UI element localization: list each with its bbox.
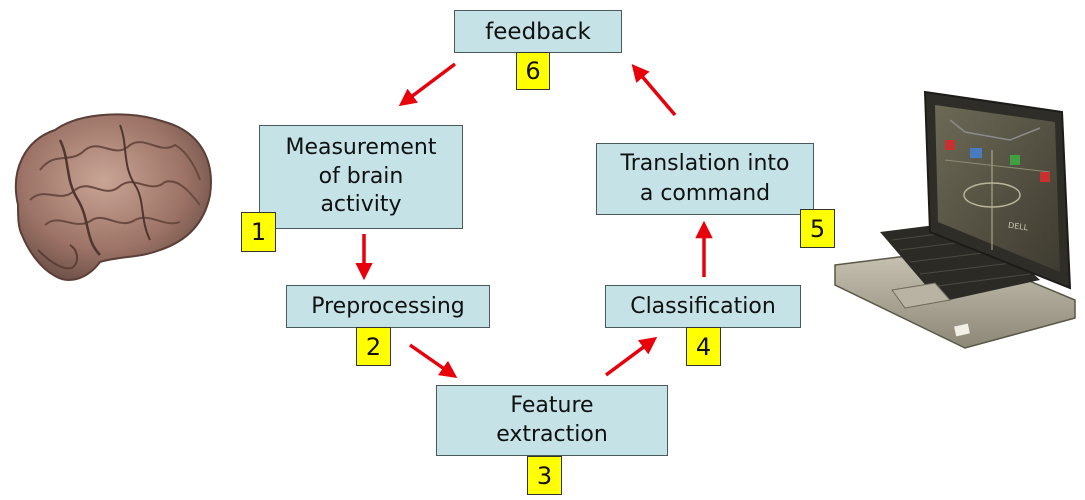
- step-3-badge: 3: [527, 456, 562, 495]
- step-1-number: 1: [250, 218, 267, 246]
- arrow-feature-to-classification: [604, 336, 658, 377]
- measurement-label: Measurement of brain activity: [285, 135, 437, 218]
- translation-label: Translation into a command: [620, 151, 790, 206]
- step-2-number: 2: [365, 332, 382, 361]
- step-5-badge: 5: [800, 209, 835, 248]
- feedback-label: feedback: [485, 18, 591, 45]
- step-4-badge: 4: [686, 327, 721, 366]
- feedback-box: feedback: [454, 10, 622, 53]
- feature-extraction-label: Feature extraction: [496, 392, 608, 447]
- arrow-preprocessing-to-feature: [408, 343, 458, 379]
- step-2-badge: 2: [356, 327, 391, 366]
- classification-box: Classification: [605, 285, 801, 328]
- translation-box: Translation into a command: [596, 143, 814, 215]
- classification-label: Classification: [630, 294, 776, 319]
- step-1-badge: 1: [241, 212, 276, 252]
- step-5-number: 5: [809, 214, 826, 243]
- step-6-number: 6: [525, 57, 541, 85]
- preprocessing-label: Preprocessing: [311, 294, 465, 319]
- step-4-number: 4: [695, 332, 712, 361]
- preprocessing-box: Preprocessing: [286, 285, 490, 328]
- step-3-number: 3: [536, 461, 553, 490]
- laptop-image: [834, 90, 1076, 349]
- measurement-box: Measurement of brain activity: [259, 125, 463, 229]
- step-6-badge: 6: [516, 52, 550, 90]
- arrow-translation-to-feedback: [631, 64, 677, 117]
- feature-extraction-box: Feature extraction: [436, 385, 668, 456]
- brain-image: [14, 113, 212, 281]
- arrow-feedback-to-measurement: [398, 62, 457, 107]
